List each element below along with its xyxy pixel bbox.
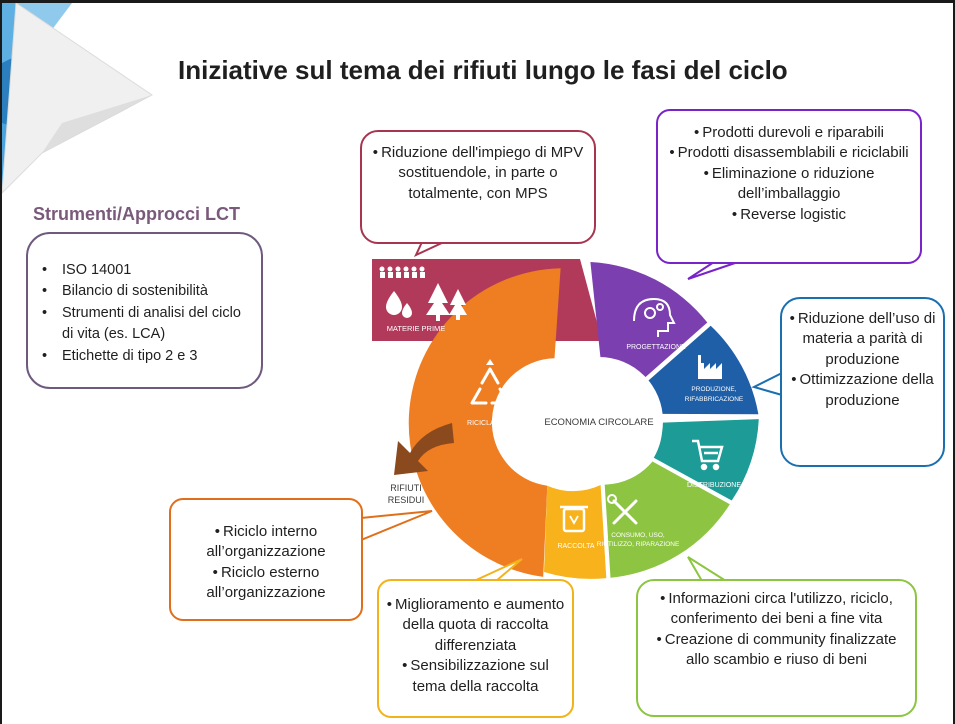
tools-icon	[607, 494, 638, 525]
bubble-item: •Prodotti disassemblabili e riciclabili	[669, 144, 909, 162]
cart-icon	[692, 439, 724, 471]
distribuzione-label: DISTRIBUZIONE	[687, 482, 741, 489]
center-circle	[535, 357, 663, 485]
people-icon	[379, 266, 425, 278]
corner-decoration	[2, 3, 153, 194]
bubble-tail-produzione	[751, 371, 783, 397]
residual-label-1: RIFIUTI	[390, 483, 422, 493]
bubble-item: •Informazioni circa l'utilizzo, riciclo,…	[660, 590, 893, 628]
bubble-raccolta: •Miglioramento e aumento della quota di …	[377, 579, 574, 718]
produzione-label-1: PRODUZIONE,	[691, 386, 736, 393]
center-label: ECONOMIA CIRCOLARE	[544, 417, 653, 428]
tools-item: •Etichette di tipo 2 e 3	[42, 347, 198, 364]
segment-progettazione	[590, 262, 708, 379]
bin-icon	[560, 505, 588, 533]
tools-item: •Bilancio di sostenibilità	[42, 283, 208, 300]
recycle-icon	[470, 359, 510, 405]
bubble-item: •Prodotti durevoli e riparabili	[693, 124, 885, 141]
trees-icon	[426, 283, 467, 321]
residual-label-2: RESIDUI	[388, 495, 425, 505]
bubble-item: •Reverse logistic	[731, 205, 847, 223]
bubble-item: •Riciclo interno all’organizzazione	[206, 523, 326, 561]
gears-head-icon	[633, 297, 676, 337]
bubble-tail-progettazione	[687, 261, 739, 280]
consumo-label-2: RIUTILIZZO, RIPARAZIONE	[597, 541, 680, 548]
segment-consumo	[604, 461, 730, 578]
bubble-item: •Ottimizzazione della produzione	[791, 371, 934, 409]
circular-economy-wheel: MATERIE PRIME PROGETTAZIONE PRODUZIONE, …	[359, 240, 784, 583]
produzione-label-2: RIFABBRICAZIONE	[685, 396, 744, 403]
bubble-consumo: •Informazioni circa l'utilizzo, riciclo,…	[636, 579, 917, 717]
bubble-materie-prime: •Riduzione dell'impiego di MPV sostituen…	[360, 130, 596, 244]
page-title: Iniziative sul tema dei rifiuti lungo le…	[178, 55, 788, 85]
bubble-progettazione: •Prodotti durevoli e riparabili •Prodott…	[656, 109, 922, 264]
tools-item: •Strumenti di analisi del ciclo di vita …	[42, 304, 241, 343]
raccolta-label: RACCOLTA	[557, 543, 594, 550]
bubble-item: •Eliminazione o riduzione dell’imballagg…	[703, 164, 875, 203]
bubble-tail-consumo	[687, 556, 730, 582]
bubble-item: •Riduzione dell’uso di materia a parità …	[789, 310, 936, 368]
bubble-tail-riciclo	[360, 510, 433, 542]
consumo-label-1: CONSUMO, USO,	[611, 532, 665, 539]
riciclaggio-label: RICICLAGGIO	[467, 420, 513, 427]
water-drop-icon	[386, 291, 412, 318]
factory-icon	[698, 355, 722, 379]
progettazione-label: PROGETTAZIONE	[626, 344, 686, 351]
tools-heading: Strumenti/Approcci LCT	[33, 204, 241, 224]
bubble-riciclo: •Riciclo interno all’organizzazione •Ric…	[169, 498, 363, 621]
tools-box: •ISO 14001 •Bilancio di sostenibilità •S…	[26, 232, 263, 389]
segment-riciclaggio	[408, 268, 561, 577]
tools-list: •ISO 14001 •Bilancio di sostenibilità •S…	[42, 260, 251, 367]
bubble-item: •Riduzione dell'impiego di MPV sostituen…	[372, 144, 584, 202]
materie-prime-label: MATERIE PRIME	[387, 324, 446, 333]
bubble-item: •Miglioramento e aumento della quota di …	[386, 596, 565, 654]
bubble-item: •Sensibilizzazione sul tema della raccol…	[402, 657, 549, 695]
bubble-item: •Creazione di community finalizzate allo…	[656, 630, 897, 669]
residual-waste-arrow	[394, 423, 454, 475]
bubble-item: •Riciclo esterno all’organizzazione	[206, 563, 326, 602]
tools-item: •ISO 14001	[42, 262, 132, 278]
bubble-produzione: •Riduzione dell’uso di materia a parità …	[780, 297, 945, 467]
